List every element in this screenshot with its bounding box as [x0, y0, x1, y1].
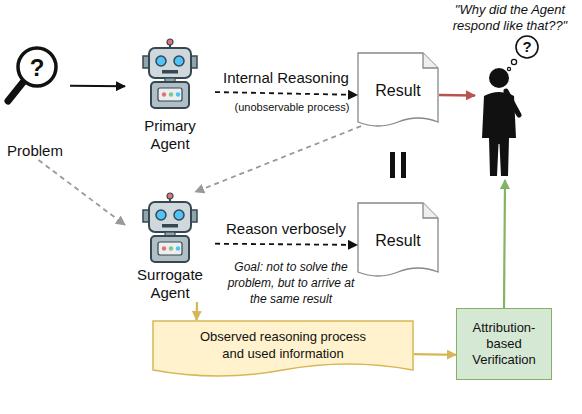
connector-arrow — [70, 85, 125, 88]
connector-arrow — [504, 180, 505, 308]
robot-mouth — [162, 70, 178, 74]
robot-head — [149, 48, 191, 78]
document-outline — [358, 53, 438, 126]
robot-panel — [158, 88, 182, 101]
node-text: Observed reasoning process and used info… — [188, 328, 378, 362]
connector-arrow — [195, 302, 198, 320]
question-mark: ? — [25, 52, 49, 83]
robot-eye — [156, 210, 166, 220]
robot-button — [162, 92, 166, 96]
robot-icon — [125, 38, 215, 110]
robot-button — [162, 246, 166, 250]
problem-icon: Problem — [0, 25, 70, 160]
robot-eye — [156, 56, 166, 66]
robot-icon — [125, 192, 215, 264]
equality-bar — [401, 152, 406, 178]
annotation-text: (unobservable process) — [217, 100, 367, 114]
user-figure: "Why did the Agent respond like that??" — [475, 0, 535, 180]
edge-label: Reason verbosely — [211, 220, 361, 237]
verification-box: Attribution-based Verification — [456, 308, 552, 380]
connector-arrow — [195, 126, 361, 192]
robot-body — [151, 82, 189, 108]
robot-mouth — [162, 224, 178, 228]
equality-bar — [390, 152, 395, 178]
info-box-outline — [153, 321, 413, 376]
person-head — [489, 68, 509, 88]
result-document: Result — [357, 52, 439, 130]
robot-body — [151, 236, 189, 262]
node-text: Result — [375, 232, 420, 250]
robot-button — [169, 92, 173, 96]
connector-arrow — [439, 94, 475, 97]
thought-dot — [507, 67, 510, 70]
result-document: Result — [357, 202, 439, 280]
node-text: Problem — [7, 142, 63, 160]
node-text: Attribution-based Verification — [457, 320, 551, 368]
node-text: "Why did the Agent respond like that??" — [435, 2, 582, 34]
info-box: Observed reasoning process and used info… — [152, 320, 414, 382]
agent-node: Primary Agent — [125, 38, 215, 153]
connector-arrow — [39, 160, 126, 225]
document-outline — [358, 203, 438, 276]
document-fold — [423, 203, 438, 218]
thought-bubble — [516, 36, 538, 58]
document-fold — [423, 53, 438, 68]
agent-node: Surrogate Agent — [125, 192, 215, 302]
magnifier-handle — [8, 81, 24, 101]
node-text: Result — [375, 82, 420, 100]
robot-button — [169, 246, 173, 250]
node-text: Surrogate Agent — [125, 266, 215, 302]
person-icon — [475, 48, 535, 180]
node-text: Primary Agent — [125, 117, 215, 153]
connector-arrow — [414, 353, 456, 356]
robot-antenna-tip — [167, 39, 173, 45]
robot-button — [176, 92, 180, 96]
robot-panel — [158, 242, 182, 255]
thought-dot — [511, 59, 516, 64]
edge-label: Internal Reasoning — [211, 69, 361, 86]
robot-eye — [174, 210, 184, 220]
robot-button — [176, 246, 180, 250]
robot-head — [149, 202, 191, 232]
connector-arrow — [215, 244, 357, 245]
annotation-text: Goal: not to solve the problem, but to a… — [224, 259, 358, 307]
magnifier-lens — [18, 48, 56, 86]
question-mark: ? — [517, 37, 537, 57]
robot-antenna-tip — [167, 193, 173, 199]
robot-eye — [174, 56, 184, 66]
person-arm — [506, 91, 519, 115]
connector-arrow — [215, 92, 357, 95]
